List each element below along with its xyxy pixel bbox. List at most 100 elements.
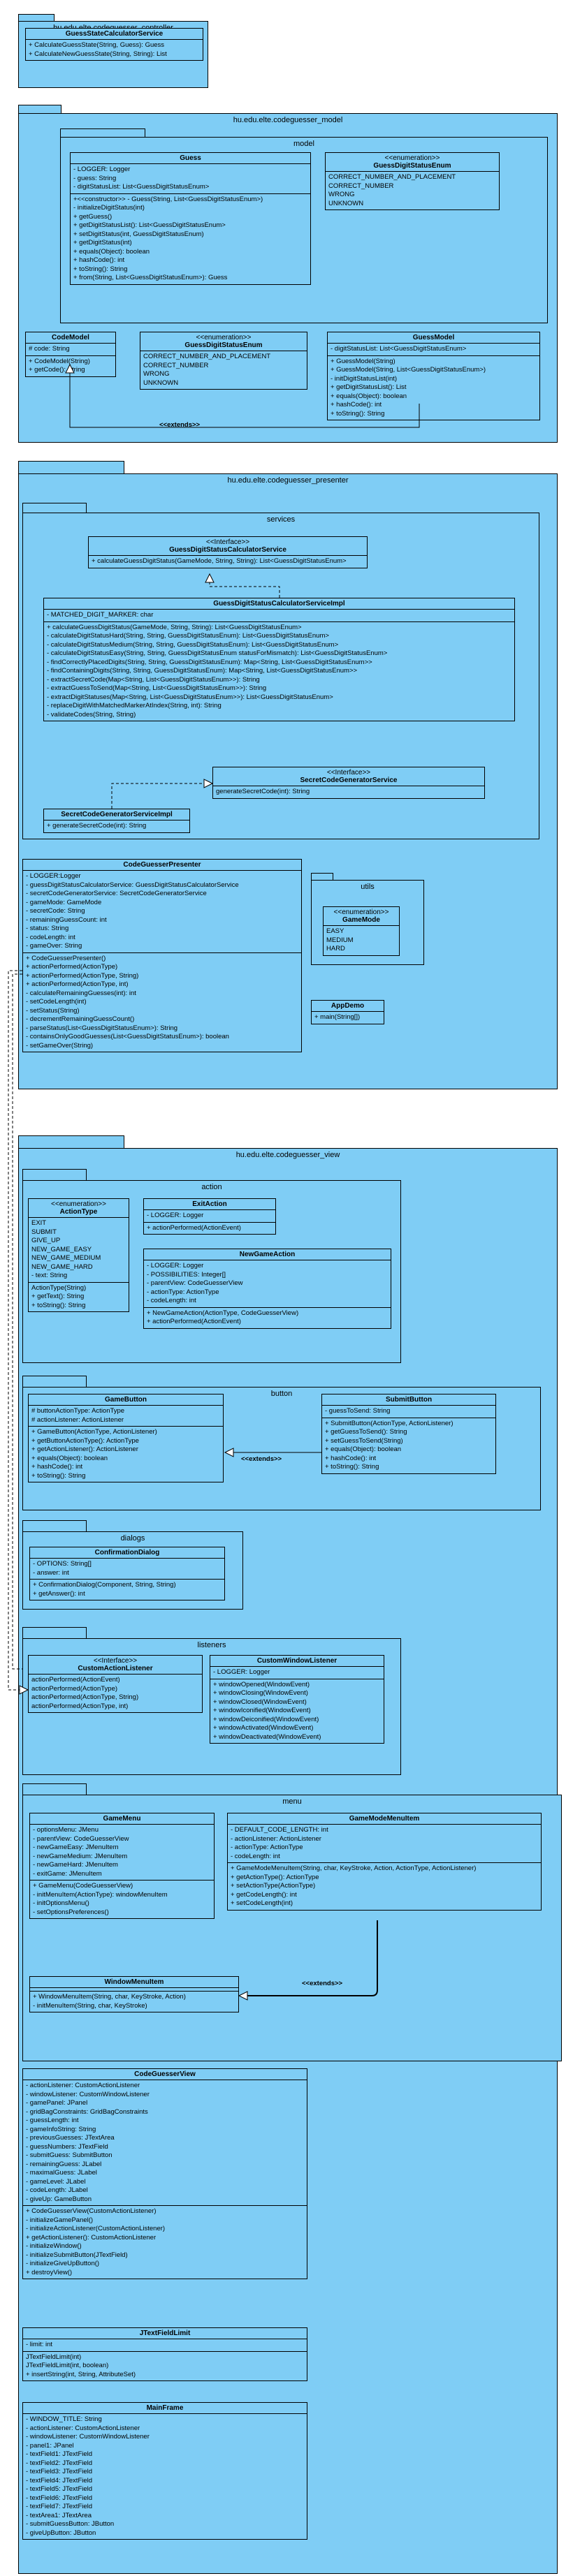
class-member: + getActionListener(): ActionListener (31, 1445, 138, 1453)
stereotype: <<Interface>> (93, 1657, 138, 1665)
class-member: - textField7: JTextField (26, 2503, 93, 2510)
class-section: + calculateGuessDigitStatus(GameMode, St… (89, 556, 367, 568)
class-member: - parseStatus(List<GuessDigitStatusEnum>… (26, 1024, 178, 1032)
class-member: - LOGGER:Logger (26, 872, 81, 880)
class-header: GameButton (29, 1394, 223, 1406)
class-member: + getActionType(): ActionType (231, 1873, 319, 1881)
class-section: - limit: int (23, 2339, 307, 2352)
stereotype: <<Interface>> (205, 538, 250, 546)
class-name: SecretCodeGeneratorServiceImpl (61, 811, 173, 818)
class-member: JTextFieldLimit(int) (26, 2353, 82, 2361)
class-member: CORRECT_NUMBER (328, 182, 394, 190)
class-member: + calculateGuessDigitStatus(GameMode, St… (47, 623, 302, 631)
class-member: + calculateGuessDigitStatus(GameMode, St… (92, 557, 347, 565)
class-GameButton: GameButton# buttonActionType: ActionType… (28, 1394, 224, 1482)
class-name: CodeGuesserView (134, 2070, 196, 2078)
class-member: + setActionType(ActionType) (231, 1882, 316, 1890)
class-member: + getText(): String (31, 1293, 85, 1300)
class-member: - guessLength: int (26, 2117, 79, 2124)
class-header: NewGameAction (144, 1249, 391, 1260)
class-member: - secretCodeGeneratorService: SecretCode… (26, 890, 207, 897)
package-label: dialogs (120, 1534, 145, 1543)
class-member: - secretCode: String (26, 907, 85, 915)
class-header: SecretCodeGeneratorServiceImpl (44, 809, 189, 820)
class-section: + GameModeMenuItem(String, char, KeyStro… (228, 1863, 541, 1910)
class-NewGameAction: NewGameAction- LOGGER: Logger- POSSIBILI… (143, 1249, 391, 1329)
class-GuessDigitStatusCalculatorServiceImpl: GuessDigitStatusCalculatorServiceImpl- M… (43, 598, 515, 721)
class-member: + equals(Object): boolean (31, 1454, 108, 1462)
class-member: - setStatus(String) (26, 1006, 80, 1015)
class-member: ActionType(String) (31, 1283, 87, 1292)
package-label: menu (282, 1797, 302, 1806)
class-member: - exitGame: JMenuItem (33, 1869, 102, 1878)
class-ExitAction: ExitAction- LOGGER: Logger+ actionPerfor… (143, 1198, 276, 1235)
class-member: - MATCHED_DIGIT_MARKER: char (47, 611, 154, 619)
stereotype: <<enumeration>> (51, 1200, 106, 1208)
class-member: - textArea1: JTextArea (26, 2511, 92, 2519)
class-member: + CalculateGuessState(String, Guess): Gu… (29, 41, 165, 49)
class-section: - OPTIONS: String[]- answer: int (30, 1559, 224, 1580)
class-member: - initializeActionListener(CustomActionL… (26, 2225, 166, 2232)
class-member: + setGuessToSend(String) (325, 1436, 403, 1445)
class-member: - extractSecretCode(Map<String, List<Gue… (47, 675, 260, 684)
class-member: - codeLength: JLabel (26, 2186, 88, 2194)
class-member: CORRECT_NUMBER_AND_PLACEMENT (143, 353, 271, 360)
class-member: - replaceDigitWithMatchedMarkerAtIndex(S… (47, 702, 222, 709)
class-member: + insertString(int, String, AttributeSet… (26, 2370, 136, 2378)
class-member: - OPTIONS: String[] (33, 1560, 92, 1568)
class-member: + CodeGuesserPresenter() (26, 954, 106, 962)
class-member: - gameInfoString: String (26, 2125, 96, 2133)
class-member: + getGuessToSend(): String (325, 1428, 407, 1436)
class-name: Guess (180, 154, 201, 162)
class-member: - gameMode: GameMode (26, 898, 102, 906)
class-GuessModel: GuessModel- digitStatusList: List<GuessD… (327, 332, 540, 420)
class-member: - giveUp: GameButton (26, 2195, 92, 2203)
class-member: + getActionListener(): CustomActionListe… (26, 2233, 157, 2242)
class-member: + getAnswer(): int (33, 1589, 85, 1598)
class-section: - guessToSend: String (322, 1406, 495, 1418)
class-section: actionPerformed(ActionEvent)actionPerfor… (29, 1675, 202, 1712)
class-section: - WINDOW_TITLE: String- actionListener: … (23, 2414, 307, 2539)
class-member: + toString(): String (73, 265, 128, 273)
class-header: GameMenu (30, 1813, 214, 1825)
class-section: + SubmitButton(ActionType, ActionListene… (322, 1418, 495, 1473)
class-member: - setCodeLength(int) (26, 998, 87, 1006)
class-section: # code: String (26, 344, 115, 356)
class-member: + WindowMenuItem(String, char, KeyStroke… (33, 1993, 186, 2001)
class-name: CodeModel (52, 334, 89, 341)
class-member: - setOptionsPreferences() (33, 1908, 109, 1916)
class-SecretCodeGeneratorServiceImpl: SecretCodeGeneratorServiceImpl+ generate… (43, 809, 190, 833)
class-member: - digitStatusList: List<GuessDigitStatus… (331, 345, 467, 353)
package-label: hu.edu.elte.codeguesser_model (233, 116, 343, 124)
class-WindowMenuItem: WindowMenuItem + WindowMenuItem(String, … (29, 1976, 239, 2012)
class-member: + hashCode(): int (31, 1463, 83, 1471)
extends-label: <<extends>> (241, 1455, 282, 1463)
class-section: +<<constructor>> - Guess(String, List<Gu… (71, 194, 310, 284)
class-member: # code: String (29, 345, 70, 353)
package-tab-presenter (18, 461, 124, 475)
class-section: + GameButton(ActionType, ActionListener)… (29, 1427, 223, 1482)
class-name: SecretCodeGeneratorService (300, 777, 398, 784)
class-member: - validateCodes(String, String) (47, 710, 136, 719)
class-header: ExitAction (144, 1199, 275, 1210)
class-member: - LOGGER: Logger (73, 165, 131, 173)
class-section: - LOGGER: Logger- guess: String- digitSt… (71, 164, 310, 194)
class-name: GuessDigitStatusEnum (373, 162, 451, 170)
class-header: GuessStateCalculatorService (26, 29, 203, 40)
class-member: - remainingGuessCount: int (26, 915, 107, 924)
class-member: + actionPerformed(ActionEvent) (147, 1223, 241, 1232)
class-member: + windowActivated(WindowEvent) (213, 1724, 314, 1732)
class-MainFrame: MainFrame- WINDOW_TITLE: String- actionL… (22, 2402, 307, 2540)
class-header: Guess (71, 153, 310, 164)
class-member: HARD (326, 945, 345, 952)
extends-label: <<extends>> (302, 1980, 343, 1987)
class-member: + actionPerformed(ActionType) (26, 963, 118, 971)
class-member: + ConfirmationDialog(Component, String, … (33, 1581, 176, 1589)
class-member: + destroyView() (26, 2268, 73, 2276)
class-header: <<enumeration>>GuessDigitStatusEnum (140, 332, 307, 351)
class-name: NewGameAction (239, 1251, 296, 1258)
package-label: action (201, 1183, 222, 1191)
